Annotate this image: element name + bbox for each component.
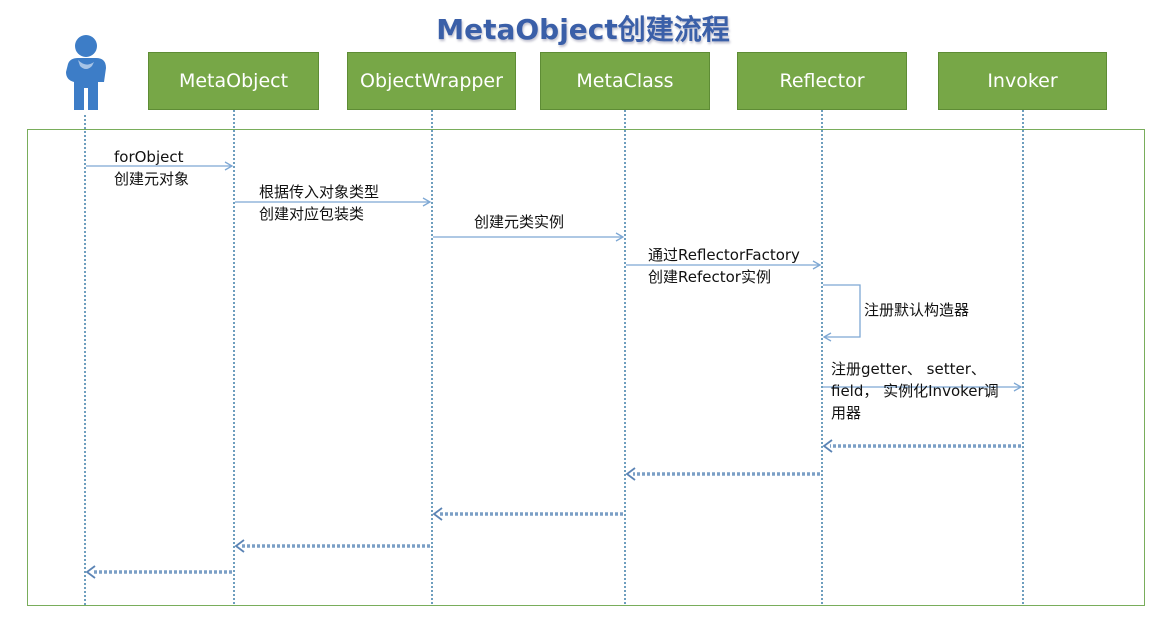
message-metaclass: 创建元类实例 xyxy=(474,213,565,231)
user-icon xyxy=(66,35,106,110)
actor-objectwrapper: ObjectWrapper xyxy=(347,52,516,110)
message-reflector-line2: 创建Refector实例 xyxy=(648,268,771,286)
arrow-self-constructor xyxy=(823,284,861,338)
message-wrapper-line1: 根据传入对象类型 xyxy=(259,183,380,201)
message-reflector-line1: 通过ReflectorFactory xyxy=(648,246,800,264)
message-wrapper-line2: 创建对应包装类 xyxy=(259,205,365,223)
sequence-frame xyxy=(27,129,1145,606)
actor-metaobject: MetaObject xyxy=(148,52,319,110)
message-invoker-line1: 注册getter、 setter、 xyxy=(831,360,986,378)
message-forobject-desc: 创建元对象 xyxy=(114,170,190,188)
diagram-title: MetaObject创建流程 xyxy=(436,13,730,46)
message-forobject: forObject xyxy=(114,148,184,166)
message-invoker-line2: field， 实例化Invoker调 xyxy=(831,382,999,400)
actor-metaclass: MetaClass xyxy=(540,52,710,110)
message-constructor: 注册默认构造器 xyxy=(864,301,970,319)
actor-invoker: Invoker xyxy=(938,52,1107,110)
actor-reflector: Reflector xyxy=(737,52,907,110)
message-invoker-line3: 用器 xyxy=(831,404,862,422)
